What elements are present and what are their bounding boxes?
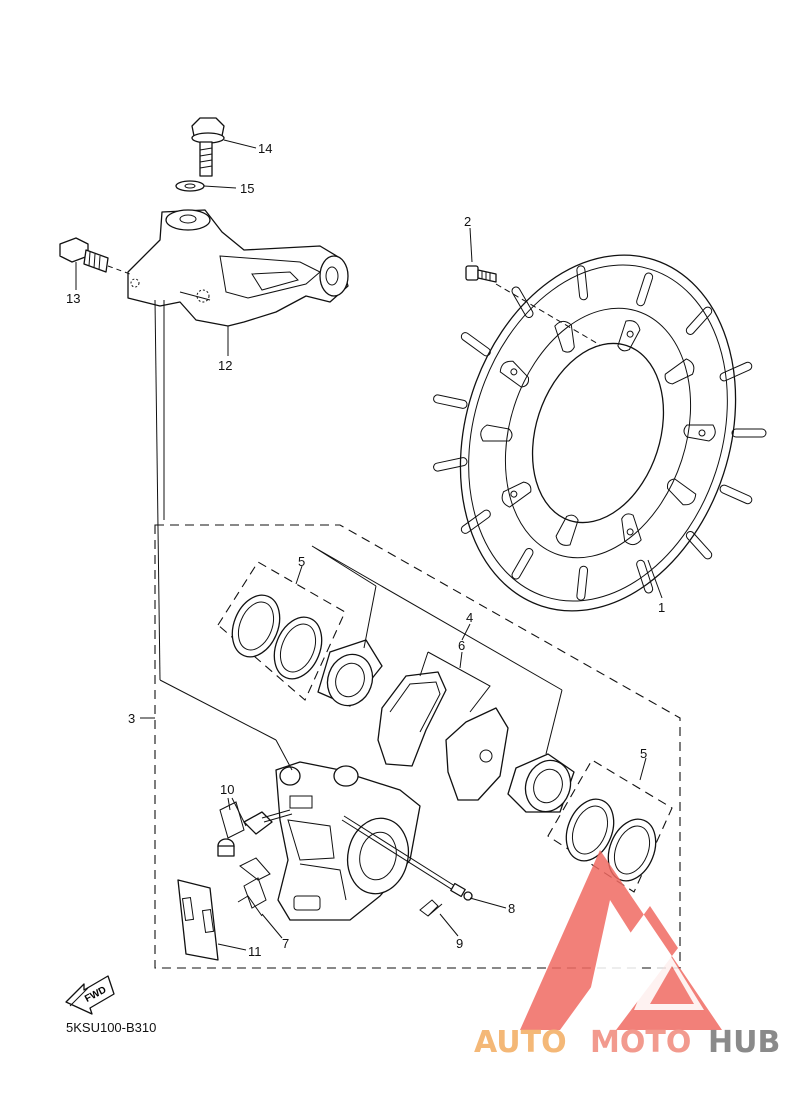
disc-bolt[interactable] (465, 265, 497, 283)
callout-13: 13 (66, 291, 80, 306)
callout-9: 9 (456, 936, 463, 951)
callout-labels: 1 2 3 4 5 5 6 7 8 9 10 11 12 13 14 15 (66, 141, 665, 959)
piston-seal-right-a[interactable] (558, 792, 623, 868)
callout-2: 2 (464, 214, 471, 229)
watermark-part2: MOTO (590, 1025, 691, 1060)
piston-right[interactable] (507, 753, 578, 818)
pin-clip[interactable] (419, 899, 443, 917)
bracket-bolt-14[interactable] (191, 117, 225, 177)
disc-slots (433, 265, 767, 601)
caliper-bracket[interactable] (127, 209, 349, 327)
watermark-logo-icon (520, 850, 722, 1030)
caliper-assembly-outline (154, 524, 681, 969)
disc-bolt-axis (495, 283, 601, 346)
seal-group-left-outline (217, 561, 346, 701)
bleed-screw[interactable] (243, 809, 293, 835)
watermark-part1: AUTO (474, 1025, 567, 1060)
callout-5-left: 5 (298, 554, 305, 569)
piston-left[interactable] (317, 639, 383, 712)
disc-bolt-holes (510, 330, 706, 536)
callout-1: 1 (658, 600, 665, 615)
brake-pad-rear[interactable] (445, 707, 509, 801)
callout-10: 10 (220, 782, 234, 797)
piston-seal-right-b[interactable] (600, 812, 665, 888)
diagram-code: 5KSU100-B310 (66, 1020, 156, 1035)
piston-seal-left-b[interactable] (266, 610, 331, 686)
pad-spring[interactable] (237, 857, 271, 917)
callout-5-right: 5 (640, 746, 647, 761)
fwd-arrow-icon: FWD (65, 975, 115, 1015)
bleed-cap[interactable] (217, 801, 245, 857)
caliper-body[interactable] (275, 761, 421, 921)
callout-8: 8 (508, 901, 515, 916)
brake-disc[interactable] (382, 208, 800, 658)
piston-seal-left-a[interactable] (224, 588, 289, 664)
bolt-13-axis (107, 265, 131, 275)
watermark-text: AUTO MOTO HUB (474, 1025, 780, 1060)
callout-14: 14 (258, 141, 272, 156)
callout-11: 11 (248, 944, 262, 959)
washer-15[interactable] (175, 180, 205, 192)
callout-4: 4 (466, 610, 473, 625)
callout-7: 7 (282, 936, 289, 951)
callout-12: 12 (218, 358, 232, 373)
watermark-part3: HUB (708, 1025, 780, 1060)
callout-15: 15 (240, 181, 254, 196)
pad-shim[interactable] (177, 879, 219, 961)
brake-pad-front[interactable] (377, 671, 447, 767)
callout-3: 3 (128, 711, 135, 726)
bracket-bolt-13[interactable] (59, 237, 109, 273)
callout-6: 6 (458, 638, 465, 653)
leader-lines (75, 139, 663, 951)
